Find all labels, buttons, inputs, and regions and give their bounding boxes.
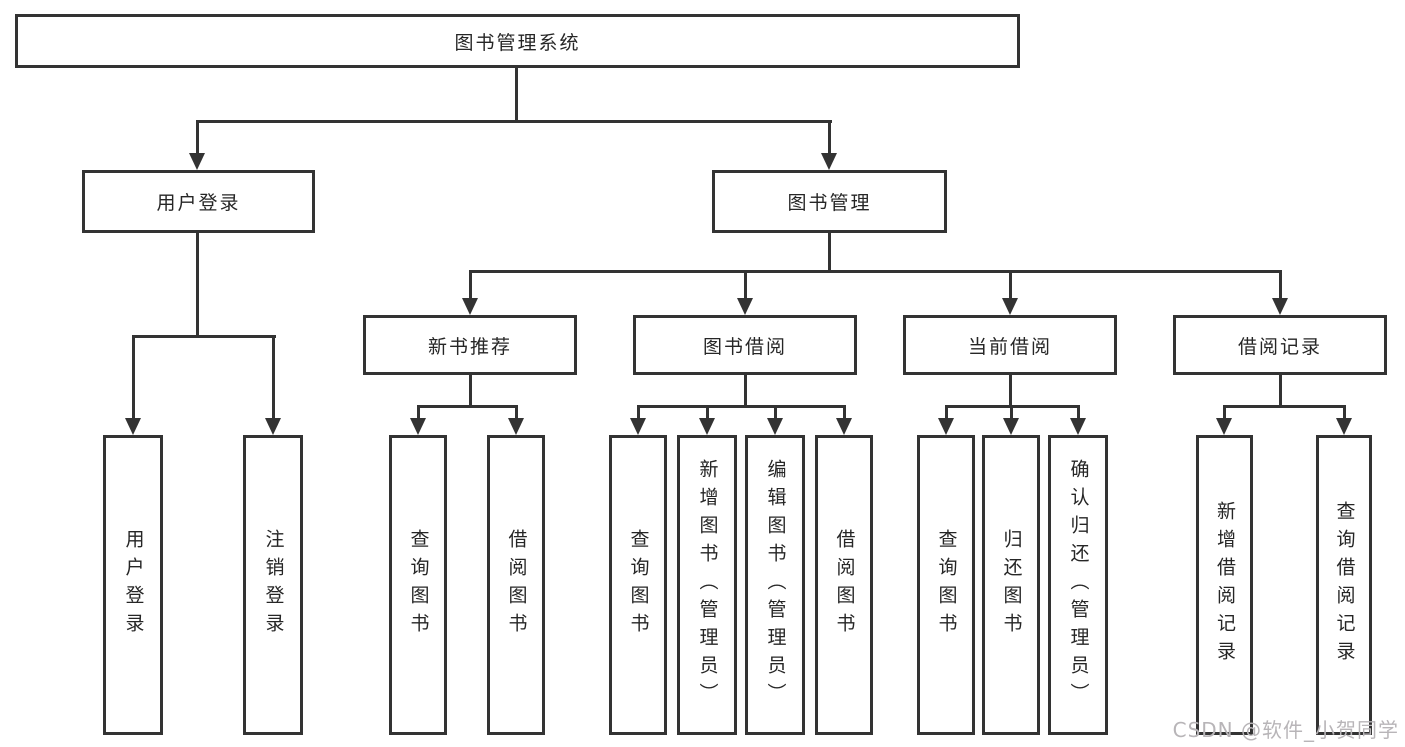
connector-line xyxy=(828,120,831,154)
node-user-login: 用户登录 xyxy=(82,170,315,233)
watermark: CSDN @软件_小贺同学 xyxy=(1172,718,1399,742)
connector-arrowhead xyxy=(938,418,954,435)
connector-line xyxy=(1077,405,1080,419)
connector-arrowhead xyxy=(189,153,205,170)
node-leaf-query-book-current: 查询图书 xyxy=(917,435,975,735)
connector-line xyxy=(515,405,518,419)
connector-arrowhead xyxy=(836,418,852,435)
node-leaf-add-book-admin: 新增图书（管理员） xyxy=(677,435,737,735)
node-leaf-query-book-recommend: 查询图书 xyxy=(389,435,447,735)
connector-line xyxy=(469,270,472,299)
connector-line xyxy=(637,405,640,419)
connector-line xyxy=(1009,270,1012,299)
connector-arrowhead xyxy=(1272,298,1288,315)
connector-line xyxy=(196,120,199,154)
connector-line xyxy=(828,233,831,270)
connector-line xyxy=(417,405,518,408)
connector-arrowhead xyxy=(1002,298,1018,315)
connector-line xyxy=(1223,405,1346,408)
connector-arrowhead xyxy=(125,418,141,435)
node-leaf-query-book-borrowing: 查询图书 xyxy=(609,435,667,735)
connector-arrowhead xyxy=(699,418,715,435)
connector-line xyxy=(469,270,1282,273)
connector-line xyxy=(706,405,709,419)
connector-arrowhead xyxy=(821,153,837,170)
node-book-management: 图书管理 xyxy=(712,170,947,233)
connector-arrowhead xyxy=(1003,418,1019,435)
connector-line xyxy=(843,405,846,419)
node-borrowing-records: 借阅记录 xyxy=(1173,315,1387,375)
connector-line xyxy=(774,405,777,419)
connector-line xyxy=(637,405,846,408)
connector-line xyxy=(1010,405,1013,419)
node-leaf-logout: 注销登录 xyxy=(243,435,303,735)
node-leaf-return-book: 归还图书 xyxy=(982,435,1040,735)
connector-line xyxy=(417,405,420,419)
connector-line xyxy=(945,405,948,419)
node-library-system: 图书管理系统 xyxy=(15,14,1020,68)
connector-line xyxy=(515,68,518,120)
connector-arrowhead xyxy=(462,298,478,315)
connector-line xyxy=(196,233,199,335)
connector-line xyxy=(744,375,747,405)
connector-arrowhead xyxy=(1336,418,1352,435)
connector-line xyxy=(196,120,832,123)
connector-arrowhead xyxy=(1070,418,1086,435)
connector-line xyxy=(1279,375,1282,405)
connector-line xyxy=(1223,405,1226,419)
connector-line xyxy=(1279,270,1282,299)
connector-arrowhead xyxy=(265,418,281,435)
node-leaf-query-borrow-record: 查询借阅记录 xyxy=(1316,435,1372,735)
connector-arrowhead xyxy=(1216,418,1232,435)
connector-line xyxy=(744,270,747,299)
connector-line xyxy=(132,335,276,338)
node-new-book-recommendation: 新书推荐 xyxy=(363,315,577,375)
node-leaf-borrow-book-recommend: 借阅图书 xyxy=(487,435,545,735)
connector-arrowhead xyxy=(737,298,753,315)
node-book-borrowing: 图书借阅 xyxy=(633,315,857,375)
connector-line xyxy=(272,335,275,419)
connector-arrowhead xyxy=(767,418,783,435)
connector-arrowhead xyxy=(508,418,524,435)
connector-line xyxy=(1009,375,1012,405)
node-current-borrowing: 当前借阅 xyxy=(903,315,1117,375)
node-leaf-confirm-return-admin: 确认归还（管理员） xyxy=(1048,435,1108,735)
node-leaf-add-borrow-record: 新增借阅记录 xyxy=(1196,435,1253,735)
connector-line xyxy=(132,335,135,419)
connector-line xyxy=(1343,405,1346,419)
node-leaf-edit-book-admin: 编辑图书（管理员） xyxy=(745,435,805,735)
node-leaf-user-login: 用户登录 xyxy=(103,435,163,735)
connector-arrowhead xyxy=(630,418,646,435)
connector-arrowhead xyxy=(410,418,426,435)
node-leaf-borrow-book: 借阅图书 xyxy=(815,435,873,735)
connector-line xyxy=(469,375,472,405)
